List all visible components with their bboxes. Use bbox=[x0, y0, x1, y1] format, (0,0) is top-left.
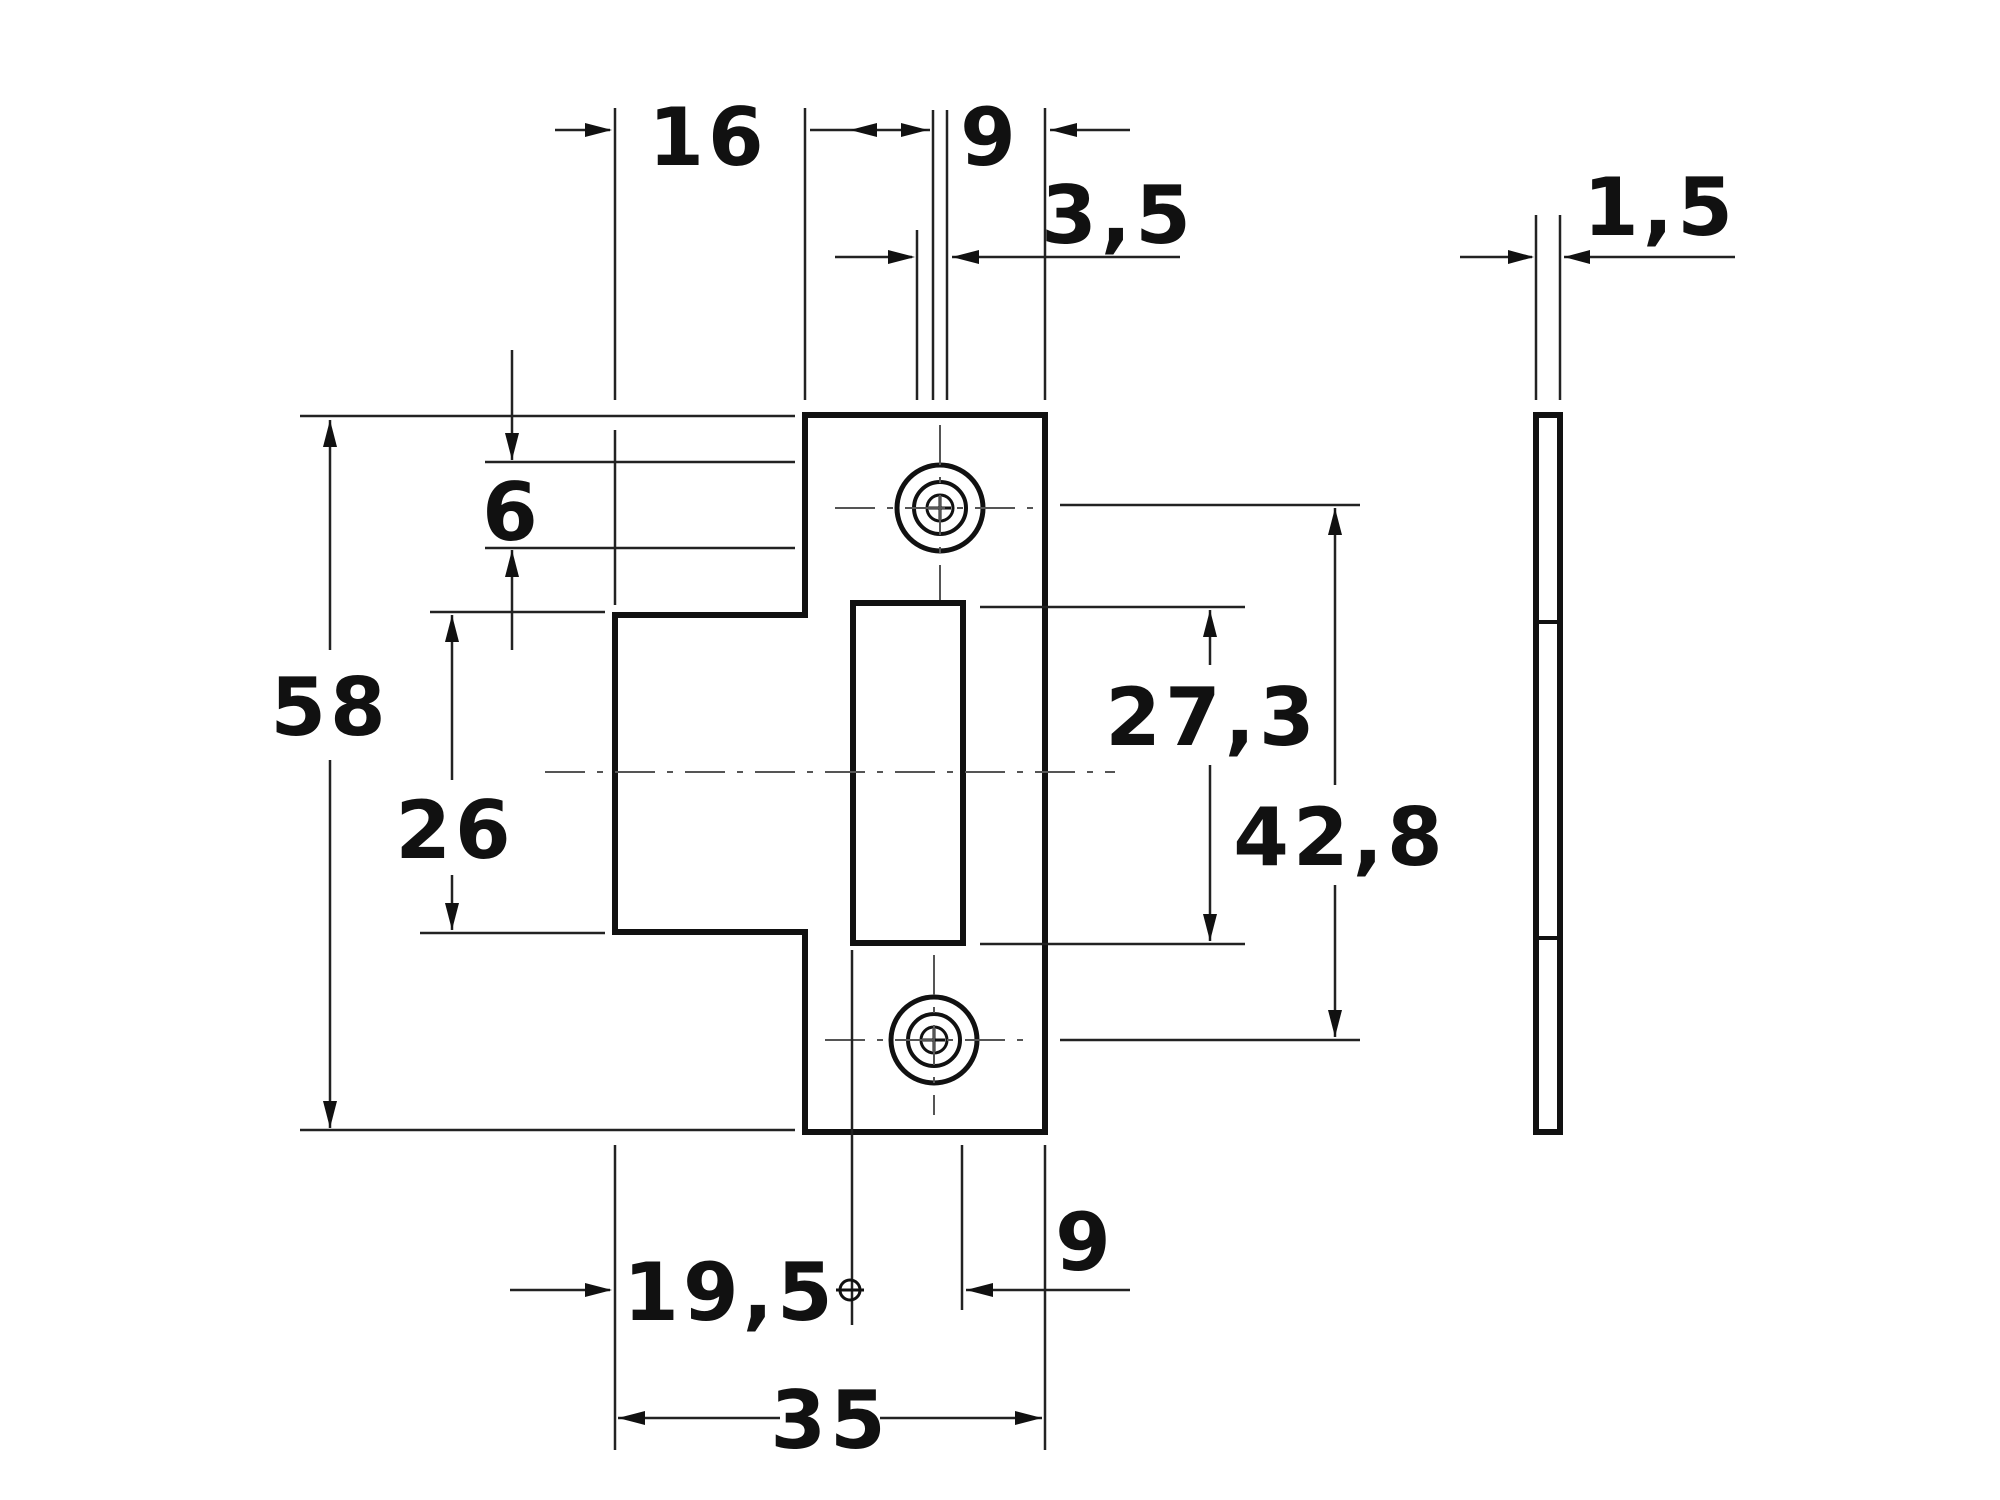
dim-overall-width: 35 bbox=[770, 1374, 889, 1467]
strike-plate-side-view bbox=[1533, 412, 1563, 1135]
dim-top-left-width: 16 bbox=[648, 91, 767, 184]
dim-top-step-height: 6 bbox=[482, 466, 542, 559]
dim-step-height: 26 bbox=[395, 784, 514, 877]
dimension-labels: 16 9 3,5 1,5 6 58 26 27,3 42,8 19,5 9 35 bbox=[270, 91, 1737, 1467]
dimension-lines bbox=[323, 123, 1735, 1425]
dim-hole-spacing: 42,8 bbox=[1233, 791, 1446, 884]
dim-thickness: 1,5 bbox=[1583, 161, 1737, 254]
dim-hole-offset: 19,5 bbox=[623, 1246, 836, 1339]
dim-bottom-right: 9 bbox=[1055, 1196, 1115, 1289]
extension-lines bbox=[300, 108, 1562, 1450]
dim-overall-height: 58 bbox=[270, 661, 389, 754]
dim-slot-height: 27,3 bbox=[1105, 671, 1318, 764]
dim-top-right-width: 9 bbox=[960, 91, 1020, 184]
dim-slot-offset: 3,5 bbox=[1041, 169, 1195, 262]
plate-outline bbox=[612, 412, 1048, 1135]
center-lines bbox=[545, 425, 1115, 1115]
strike-plate-front-view bbox=[612, 412, 1048, 1135]
